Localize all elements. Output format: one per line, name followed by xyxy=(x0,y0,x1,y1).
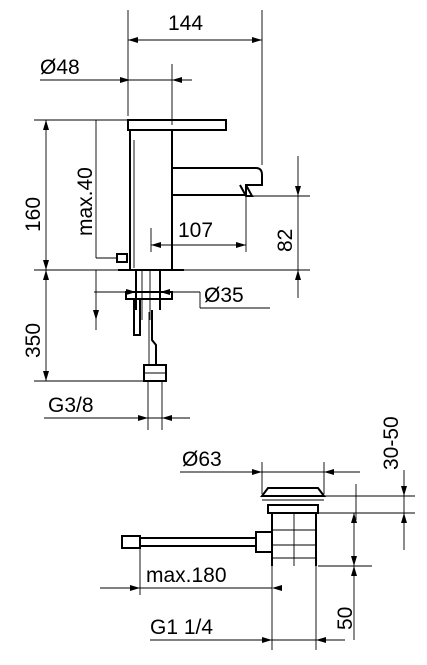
dim-label-350: 350 xyxy=(22,323,45,358)
waste-flange xyxy=(267,504,319,514)
dim-waste-height-range: 30-50 xyxy=(318,416,415,550)
dim-waste-rod: max.180 xyxy=(100,548,282,595)
dim-label-g114: G1 1/4 xyxy=(150,616,213,639)
dim-label-o63: Ø63 xyxy=(182,448,222,471)
dim-max-lever: max.40 xyxy=(74,120,117,259)
mounting-shank xyxy=(135,270,161,310)
supply-hose xyxy=(151,310,157,365)
dim-label-max180: max.180 xyxy=(146,564,227,587)
dim-label-max40: max.40 xyxy=(74,167,97,236)
waste-rod-end xyxy=(121,535,141,549)
dim-waste-thread: G1 1/4 xyxy=(150,566,345,650)
faucet-spout xyxy=(172,167,263,196)
dim-hose-thread: G3/8 xyxy=(44,381,190,430)
dim-label-o48: Ø48 xyxy=(40,56,80,79)
faucet-outline xyxy=(116,119,263,382)
waste-coupling xyxy=(255,531,273,553)
dim-diameter-waste: Ø63 xyxy=(180,448,360,494)
dim-label-160: 160 xyxy=(22,197,45,232)
dim-label-144: 144 xyxy=(168,12,203,35)
dim-width-top: 144 xyxy=(127,10,263,165)
waste-fitting-outline xyxy=(121,487,326,566)
popup-knob xyxy=(116,253,128,263)
dim-label-50: 50 xyxy=(334,607,357,630)
dim-label-30-50: 30-50 xyxy=(380,416,403,470)
dim-diameter-base: Ø35 xyxy=(94,284,270,309)
faucet-lever xyxy=(127,119,227,131)
waste-cap xyxy=(260,487,326,497)
dim-label-107: 107 xyxy=(178,219,213,242)
dim-spout-reach: 107 xyxy=(150,196,247,252)
dim-label-g38: G3/8 xyxy=(48,394,94,417)
dim-height-total: 160 xyxy=(22,119,128,270)
dim-spout-height: 82 xyxy=(246,156,310,298)
faucet-body xyxy=(129,130,173,270)
dim-diameter-body: Ø48 xyxy=(40,56,192,125)
dim-hose-length: 350 xyxy=(22,270,144,382)
dim-label-o35: Ø35 xyxy=(204,284,244,307)
dim-label-82: 82 xyxy=(274,229,297,252)
dim-waste-depth: 50 xyxy=(318,513,372,640)
